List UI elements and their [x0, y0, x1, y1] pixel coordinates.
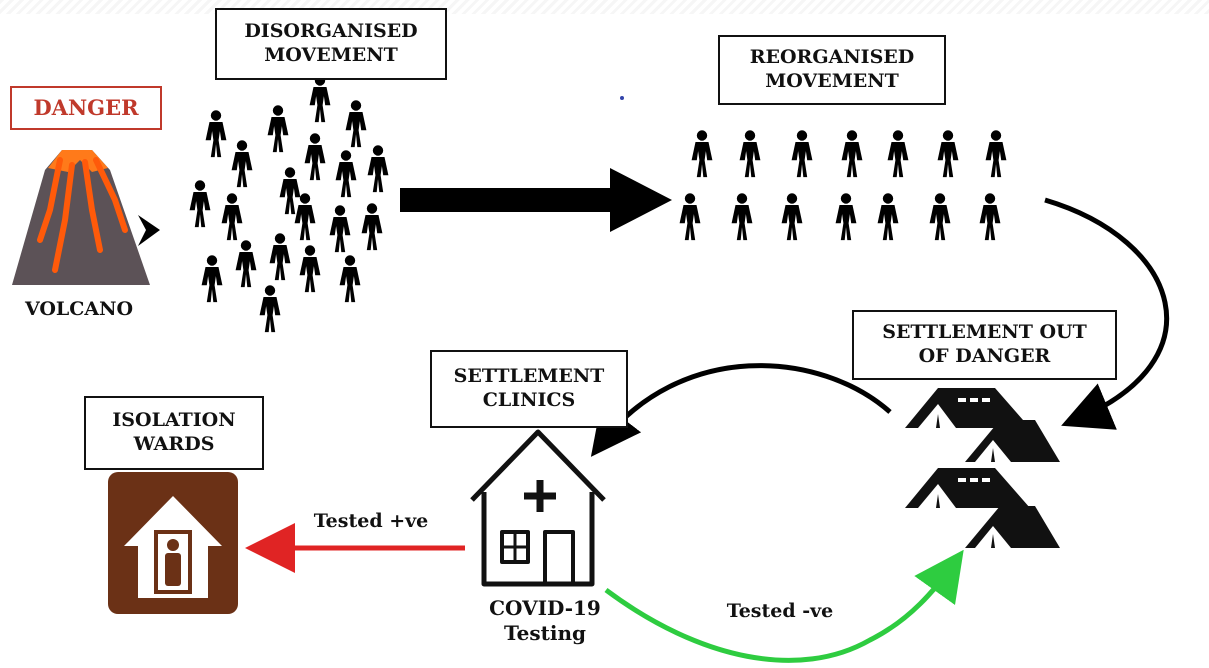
- person-icon: [339, 255, 361, 303]
- person-icon: [841, 130, 863, 178]
- person-icon: [929, 193, 951, 241]
- volcano-arrow-icon: [138, 215, 160, 246]
- person-icon: [235, 240, 257, 288]
- person-icon: [279, 167, 301, 215]
- person-icon: [259, 285, 281, 333]
- person-icon: [189, 180, 211, 228]
- person-icon: [269, 233, 291, 281]
- person-icon: [294, 193, 316, 241]
- person-icon: [309, 75, 331, 123]
- curve-arrow-to-settlement: [1044, 197, 1170, 430]
- person-icon: [304, 133, 326, 181]
- disorganised-movement-label: DISORGANISED MOVEMENT: [215, 8, 447, 80]
- tent-icon: [905, 468, 1060, 548]
- person-icon: [231, 140, 253, 188]
- person-icon: [979, 193, 1001, 241]
- person-icon: [335, 150, 357, 198]
- person-icon: [791, 130, 813, 178]
- person-icon: [877, 193, 899, 241]
- person-icon: [691, 130, 713, 178]
- curve-arrow-to-clinic: [590, 363, 892, 457]
- tested-positive-label: Tested +ve: [313, 510, 429, 532]
- person-icon: [267, 105, 289, 153]
- person-icon: [739, 130, 761, 178]
- clinic-house-icon: [470, 429, 606, 587]
- person-icon: [985, 130, 1007, 178]
- person-icon: [937, 130, 959, 178]
- tested-negative-label: Tested -ve: [726, 600, 834, 622]
- volcano-icon: [12, 150, 150, 285]
- danger-label: DANGER: [10, 86, 162, 130]
- isolation-wards-label: ISOLATION WARDS: [84, 396, 264, 470]
- person-icon: [201, 255, 223, 303]
- person-icon: [679, 193, 701, 241]
- tested-negative-arrow: [604, 549, 964, 663]
- settlement-out-of-danger-label: SETTLEMENT OUT OF DANGER: [852, 310, 1117, 380]
- settlement-clinics-label: SETTLEMENT CLINICS: [430, 350, 628, 428]
- person-icon: [345, 100, 367, 148]
- person-icon: [731, 193, 753, 241]
- tent-icon: [905, 388, 1060, 462]
- disorganised-crowd: [189, 75, 389, 333]
- volcano-label: VOLCANO: [24, 298, 134, 320]
- reorganised-crowd: [679, 130, 1007, 241]
- stray-dot: [620, 96, 624, 100]
- person-icon: [887, 130, 909, 178]
- person-icon: [329, 205, 351, 253]
- person-icon: [781, 193, 803, 241]
- reorganised-movement-label: REORGANISED MOVEMENT: [718, 35, 946, 105]
- person-icon: [835, 193, 857, 241]
- person-icon: [221, 193, 243, 241]
- person-icon: [361, 203, 383, 251]
- person-icon: [205, 110, 227, 158]
- person-icon: [299, 245, 321, 293]
- main-flow-arrow: [400, 168, 672, 232]
- isolation-ward-icon: [108, 472, 238, 614]
- covid-testing-label: COVID-19 Testing: [489, 596, 601, 645]
- person-icon: [367, 145, 389, 193]
